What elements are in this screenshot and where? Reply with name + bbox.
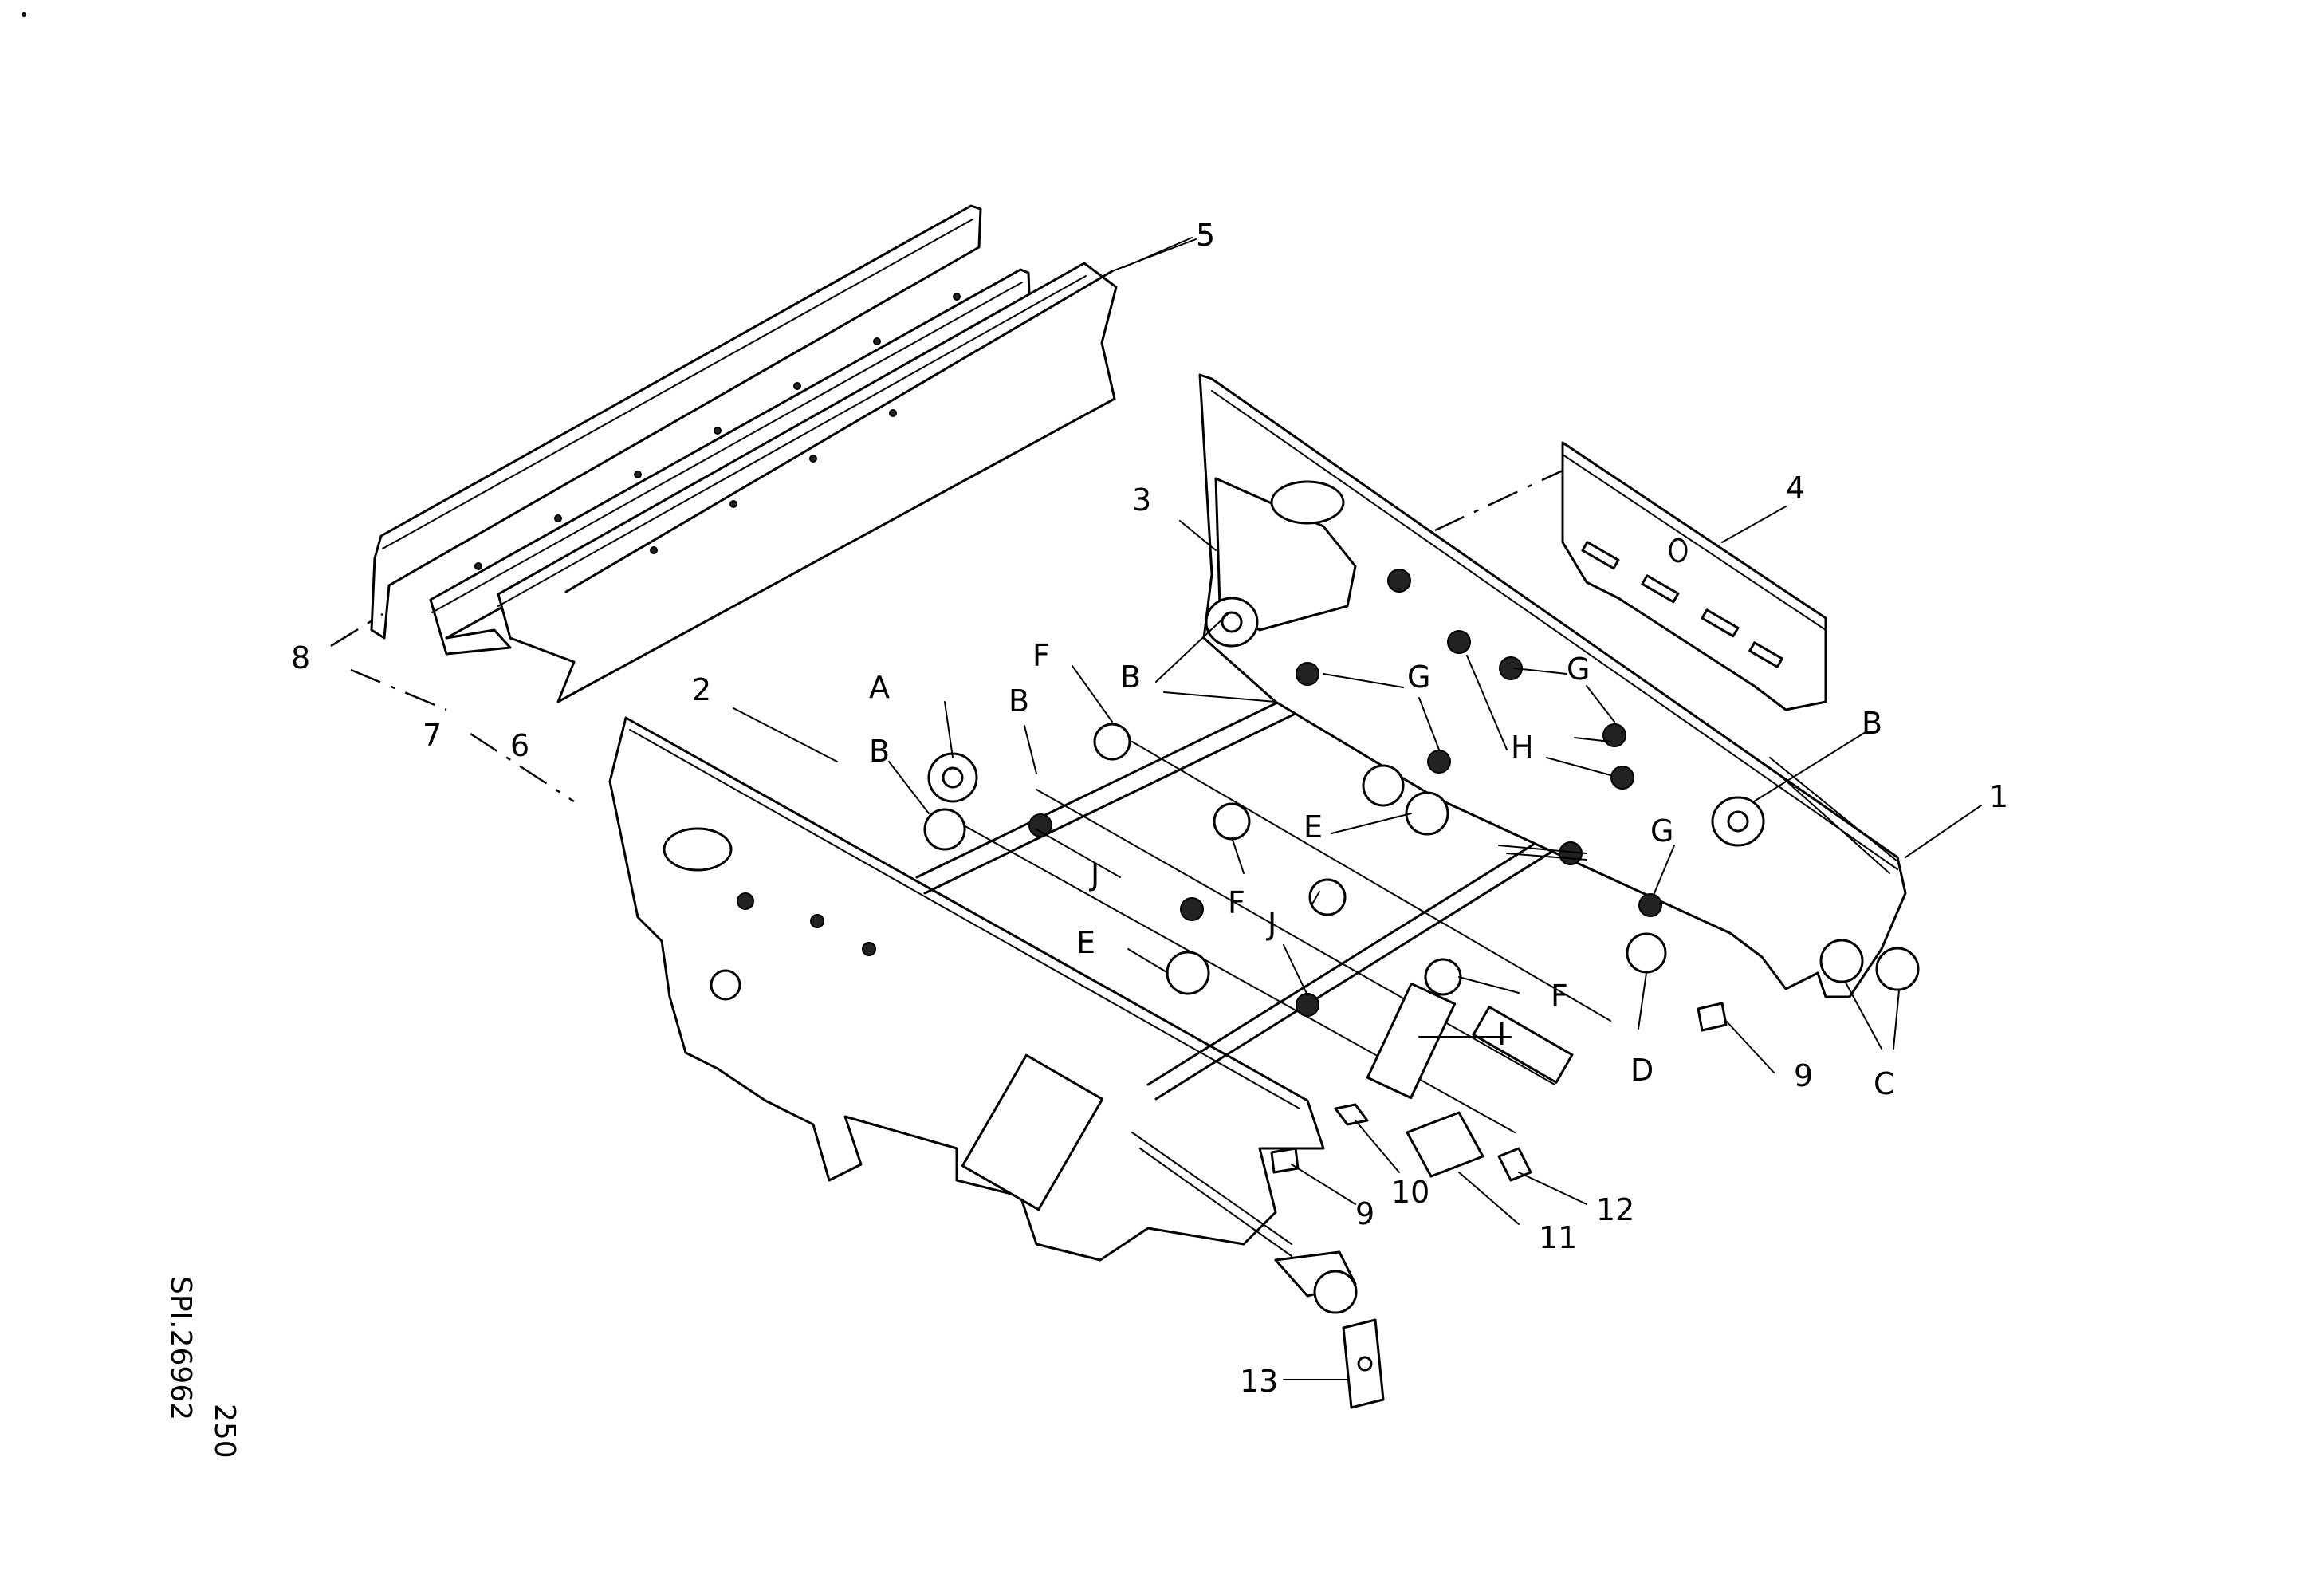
rollers <box>923 569 1920 1314</box>
figure-number: 250 <box>208 1404 241 1459</box>
alignment-line-7 <box>350 668 447 711</box>
callout-1: 1 <box>1989 779 2008 814</box>
callout-2: 2 <box>692 672 711 707</box>
left-frame-2 <box>608 716 1357 1298</box>
leader-lines <box>733 237 1982 1380</box>
part-12 <box>1497 1147 1532 1182</box>
label-C: C <box>1874 1066 1895 1101</box>
alignment-line-8 <box>330 612 383 648</box>
part-10 <box>1334 1103 1369 1126</box>
label-J-2: J <box>1266 907 1276 942</box>
side-plate-8 <box>370 204 982 640</box>
corner-dot <box>22 12 26 17</box>
alignment-line-4 <box>1434 469 1563 532</box>
callout-8: 8 <box>291 640 310 675</box>
label-D: D <box>1630 1053 1654 1088</box>
callout-7: 7 <box>423 718 442 753</box>
label-G-1: G <box>1407 660 1430 695</box>
label-F-2: F <box>1228 885 1245 920</box>
callout-3: 3 <box>1132 482 1151 518</box>
label-I: I <box>1497 1017 1506 1052</box>
callout-10: 10 <box>1391 1175 1429 1210</box>
label-B-4: B <box>1862 706 1882 741</box>
label-G-3: G <box>1650 813 1673 849</box>
callout-4: 4 <box>1786 471 1805 506</box>
part-9-left <box>1270 1147 1300 1174</box>
callout-labels: 1 2 3 4 5 6 7 8 9 9 10 11 12 13 A B B B … <box>291 218 2008 1399</box>
label-B-3: B <box>1120 660 1141 695</box>
inner-plate-3 <box>1214 477 1405 807</box>
callout-6: 6 <box>510 728 529 763</box>
part-11 <box>1406 1111 1484 1178</box>
callout-12: 12 <box>1596 1192 1634 1227</box>
label-F-3: F <box>1551 979 1568 1014</box>
plate-4 <box>1561 441 1827 711</box>
callout-11: 11 <box>1539 1220 1577 1255</box>
alignment-line-6 <box>470 732 575 803</box>
part-9-right <box>1697 1002 1728 1032</box>
callout-9-left: 9 <box>1355 1196 1374 1231</box>
label-B-1: B <box>869 734 890 769</box>
drawing-code: SPI.26962 <box>164 1276 197 1420</box>
label-F-1: F <box>1032 638 1050 673</box>
side-plate-6 <box>497 262 1118 703</box>
hole-pattern-upper <box>474 293 961 570</box>
label-J-1: J <box>1089 857 1099 892</box>
label-E-1: E <box>1304 809 1323 845</box>
callout-9-right: 9 <box>1794 1058 1813 1093</box>
small-parts <box>1270 982 1728 1409</box>
label-B-2: B <box>1009 683 1029 719</box>
callout-13: 13 <box>1240 1364 1278 1399</box>
label-G-2: G <box>1567 652 1590 687</box>
label-E-2: E <box>1076 925 1095 960</box>
label-H: H <box>1511 730 1534 765</box>
callout-5: 5 <box>1196 218 1215 253</box>
label-A: A <box>869 670 890 705</box>
